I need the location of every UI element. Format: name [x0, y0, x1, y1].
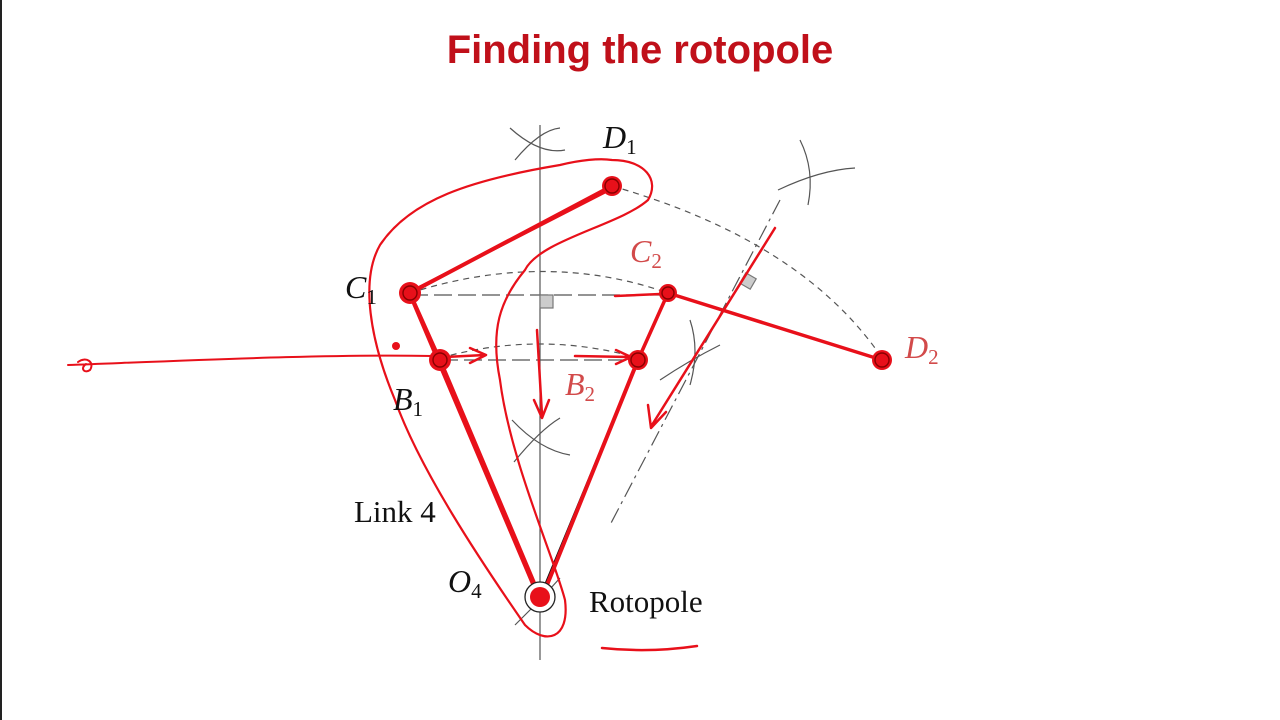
arc-c1-c2 [409, 270, 669, 294]
joint-b2 [628, 350, 648, 370]
joint-b1 [429, 349, 451, 371]
link-b1-o4 [438, 358, 542, 599]
joint-o4 [524, 581, 556, 613]
joint-d2 [872, 350, 892, 370]
slide-title: Finding the rotopole [446, 28, 834, 72]
arrow-c1-c2 [613, 292, 662, 298]
extension-line [67, 354, 433, 366]
arrow-b1-b2 [573, 348, 633, 366]
rotopole-underline [600, 644, 699, 652]
compass-arc [511, 419, 571, 456]
arc-b1-b2 [439, 343, 639, 359]
label-d2: D2 [904, 329, 939, 369]
compass-arc [513, 417, 561, 463]
link-c1-d1 [412, 190, 607, 292]
label-d1: D1 [602, 119, 637, 159]
compass-arc [777, 167, 856, 191]
left-border [0, 0, 2, 720]
label-b2: B2 [565, 366, 595, 406]
arrow-b1-b2 [443, 346, 488, 365]
joint-c1 [399, 282, 421, 304]
compass-arc [659, 344, 721, 381]
compass-arc [514, 127, 561, 161]
link-c2-d2 [666, 291, 884, 362]
arrow-down-center [532, 328, 551, 420]
compass-arc [689, 319, 696, 386]
joint-d1 [602, 176, 622, 196]
label-rotopole: Rotopole [589, 584, 703, 619]
joint-c2 [659, 284, 677, 302]
compass-arc [509, 127, 566, 152]
stroke-loop [77, 358, 93, 373]
arrow-d-bisector [646, 226, 777, 430]
arc-d1-d2 [611, 185, 881, 356]
link-outline [368, 158, 654, 638]
red-annotations [67, 158, 884, 652]
link-b2-o4 [543, 358, 640, 592]
link-b1-o4 [410, 298, 537, 592]
label-c2: C2 [630, 233, 662, 273]
right-angle-mark [539, 294, 554, 309]
compass-arc [799, 139, 811, 206]
ink-dot [392, 342, 400, 350]
label-b1: B1 [393, 381, 423, 421]
link-c2-b2 [636, 291, 670, 362]
label-o4: O4 [448, 563, 482, 603]
label-c1: C1 [345, 269, 377, 309]
label-link-4: Link 4 [354, 494, 436, 529]
joints [392, 176, 892, 613]
